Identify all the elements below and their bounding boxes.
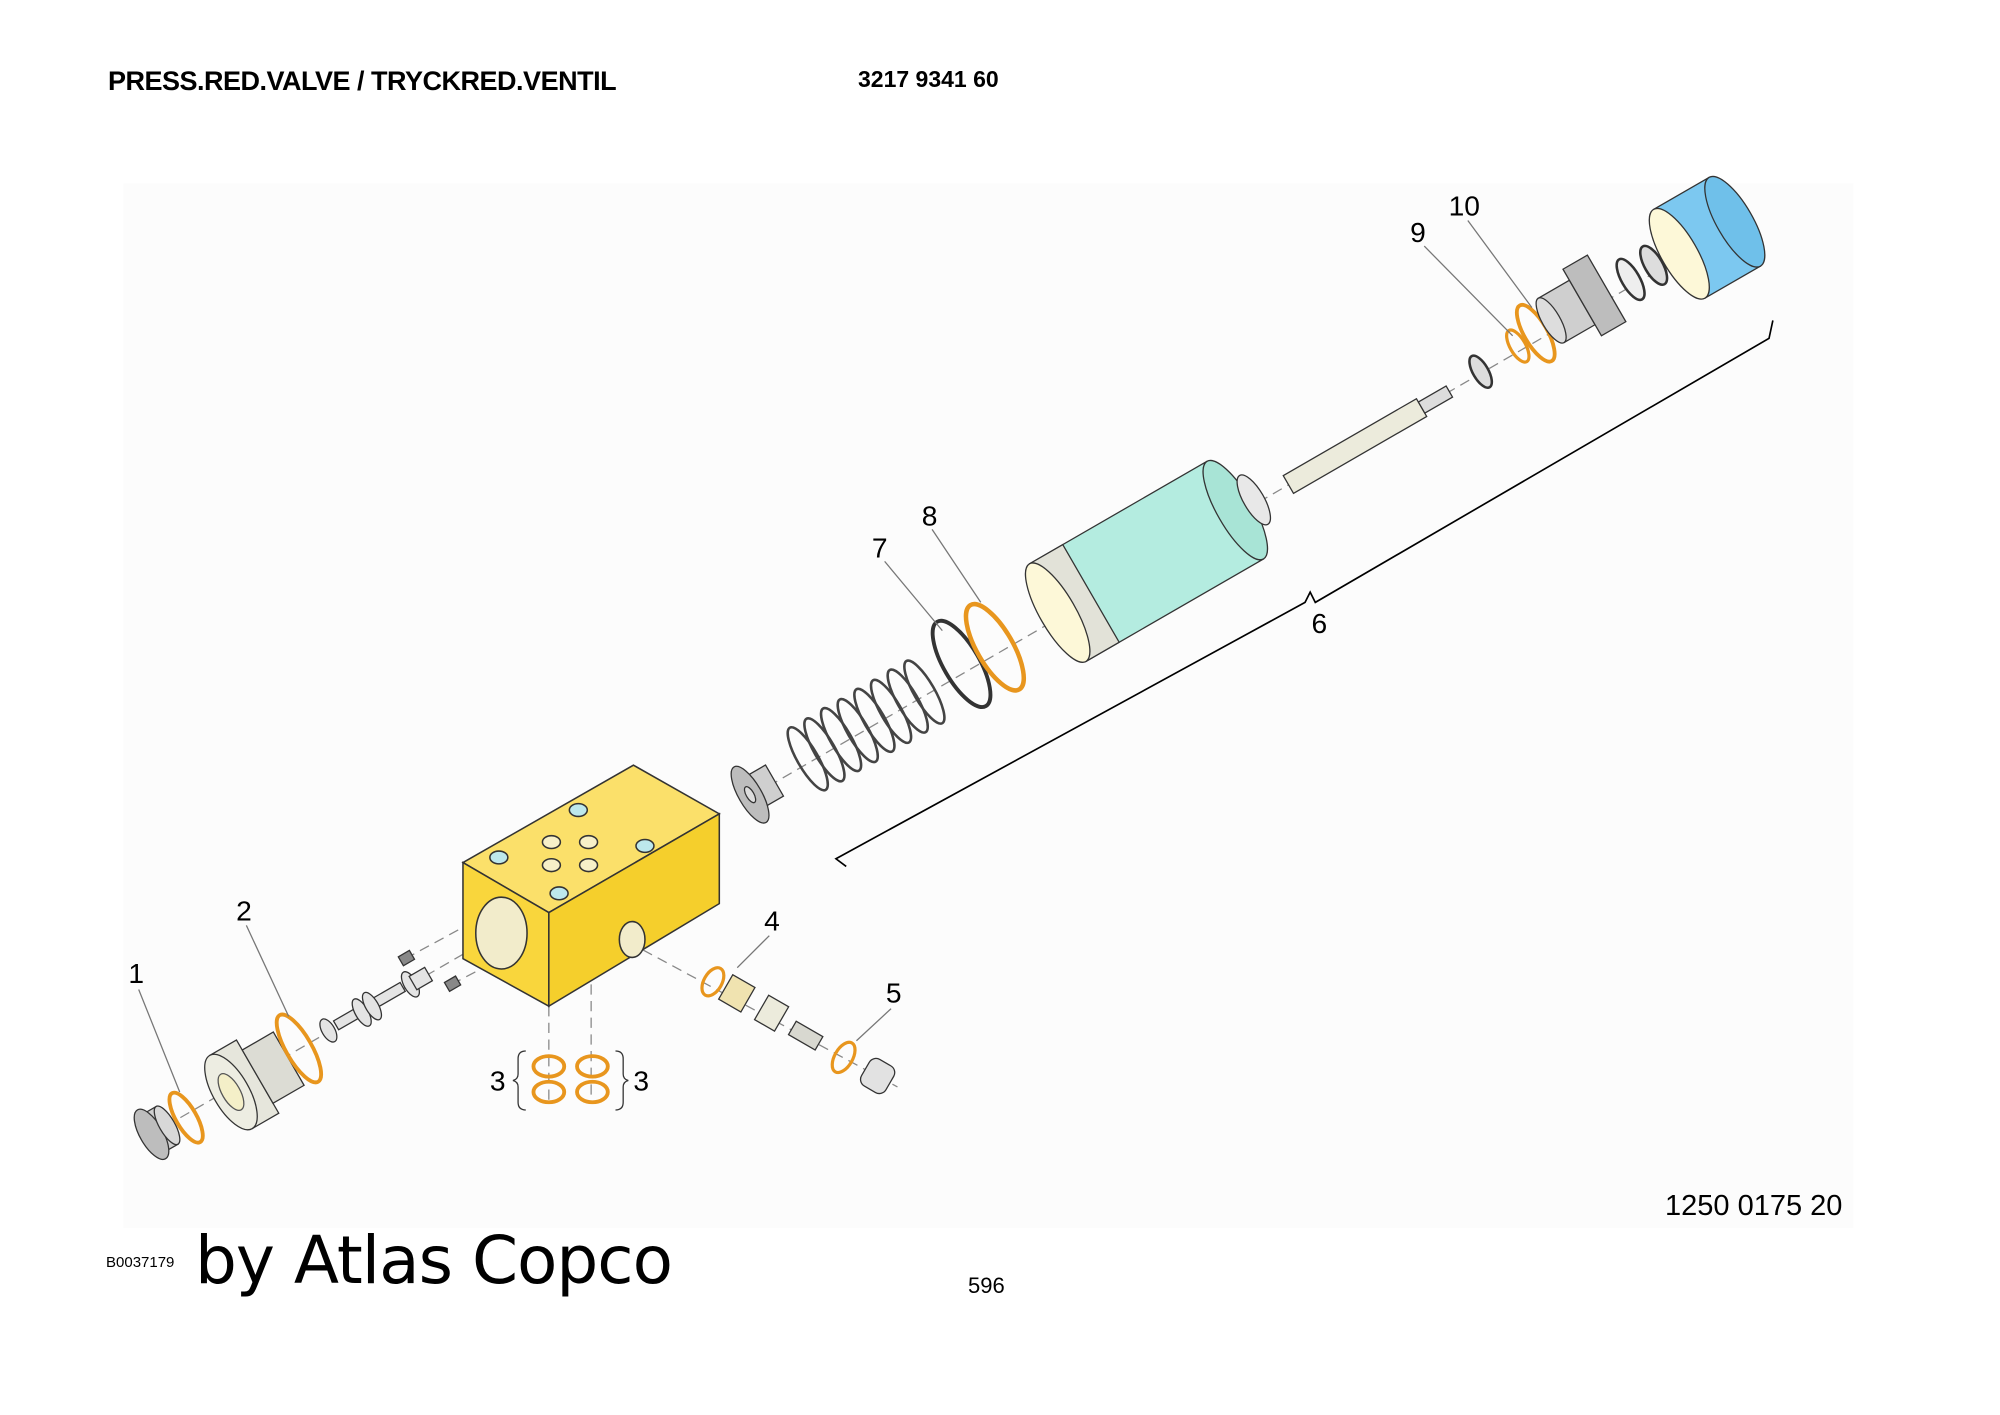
callout-6: 6 — [1311, 607, 1327, 639]
shaft — [1282, 385, 1454, 495]
part-number: 3217 9341 60 — [858, 66, 999, 92]
part-8-o-ring — [963, 601, 1027, 693]
callout-8: 8 — [922, 499, 938, 531]
spring — [786, 659, 946, 792]
callout-2: 2 — [236, 894, 252, 926]
callout-3-right: 3 — [633, 1065, 649, 1097]
cap-nut — [1639, 244, 1669, 286]
page-number: 596 — [968, 1273, 1005, 1298]
callout-7: 7 — [872, 532, 888, 564]
adjuster-nut — [1535, 254, 1627, 344]
cylinder-housing — [1024, 459, 1269, 663]
protective-cap — [1648, 175, 1766, 300]
part-3-braces — [512, 1050, 629, 1111]
part-2-o-ring — [274, 1012, 324, 1085]
callout-9: 9 — [1410, 216, 1426, 248]
part-3-seals — [531, 1054, 610, 1105]
side-cartridge-parts — [700, 966, 896, 1095]
page-title: PRESS.RED.VALVE / TRYCKRED.VENTIL — [108, 66, 617, 96]
callout-10: 10 — [1449, 189, 1480, 221]
drawing-number: 1250 0175 20 — [1665, 1190, 1843, 1222]
cap-washer — [1615, 257, 1646, 302]
small-washer — [1468, 354, 1494, 389]
spool-parts — [319, 949, 462, 1043]
callout-4: 4 — [764, 905, 780, 937]
washer — [1236, 474, 1272, 526]
leader-lines — [138, 220, 1533, 1093]
assembly-bracket — [834, 320, 1774, 868]
image-id: B0037179 — [106, 1254, 175, 1271]
brand-watermark: by Atlas Copco — [195, 1222, 673, 1299]
part-2-adapter-nut — [204, 1031, 305, 1131]
poppet — [730, 764, 785, 824]
part-1-o-ring — [167, 1090, 205, 1145]
callout-3-left: 3 — [490, 1065, 506, 1097]
part-9-o-ring — [1505, 328, 1531, 364]
callout-1: 1 — [128, 957, 144, 989]
part-1-plug — [133, 1105, 181, 1161]
callout-5: 5 — [886, 976, 902, 1008]
valve-block — [461, 764, 721, 1008]
